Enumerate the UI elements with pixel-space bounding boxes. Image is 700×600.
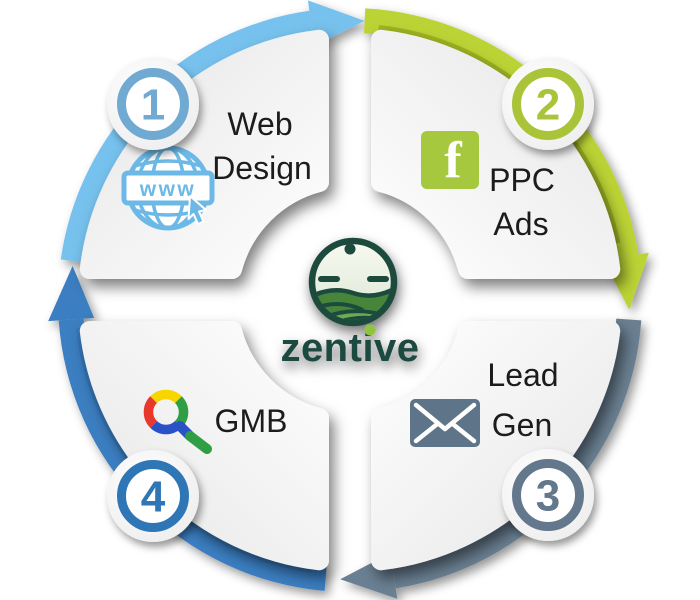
card-lead-gen bbox=[371, 321, 621, 571]
zentive-logo: zentive bbox=[280, 237, 419, 370]
badge-1-number: 1 bbox=[141, 81, 165, 130]
badge-2-number: 2 bbox=[536, 81, 560, 130]
badge-3: 3 bbox=[502, 449, 594, 541]
label-ads: Ads bbox=[493, 206, 548, 242]
google-magnifier-icon bbox=[143, 389, 212, 454]
step-lead-gen: Lead Gen bbox=[410, 357, 559, 447]
facebook-icon: f bbox=[421, 131, 479, 189]
step-badges: 1 2 3 4 bbox=[107, 58, 594, 542]
badge-4: 4 bbox=[107, 450, 199, 542]
farm-landscape-emblem-icon bbox=[308, 237, 398, 327]
www-banner-text: www bbox=[139, 178, 197, 201]
card-ppc-ads bbox=[371, 29, 621, 279]
label-lead: Lead bbox=[487, 357, 558, 393]
badge-4-number: 4 bbox=[141, 473, 166, 522]
label-gmb: GMB bbox=[215, 403, 288, 439]
step-cards bbox=[79, 29, 621, 571]
badge-3-number: 3 bbox=[536, 472, 560, 521]
www-globe-icon: www bbox=[121, 145, 215, 231]
facebook-f-glyph: f bbox=[444, 132, 462, 189]
label-web: Web bbox=[227, 106, 292, 142]
step-ppc-ads: f PPC Ads bbox=[421, 131, 555, 242]
envelope-icon bbox=[410, 399, 480, 447]
badge-1: 1 bbox=[107, 58, 199, 150]
arrowhead-up-icon bbox=[48, 265, 95, 322]
label-design: Design bbox=[212, 150, 312, 186]
label-ppc: PPC bbox=[489, 162, 555, 198]
step-gmb: GMB bbox=[143, 389, 288, 454]
wordmark-i-dot bbox=[364, 324, 376, 336]
badge-2: 2 bbox=[502, 58, 594, 150]
step-web-design: www Web Design bbox=[121, 106, 312, 231]
cursor-arrow-icon bbox=[187, 195, 207, 225]
brand-wordmark: zentive bbox=[280, 326, 419, 370]
label-gen: Gen bbox=[492, 407, 552, 443]
